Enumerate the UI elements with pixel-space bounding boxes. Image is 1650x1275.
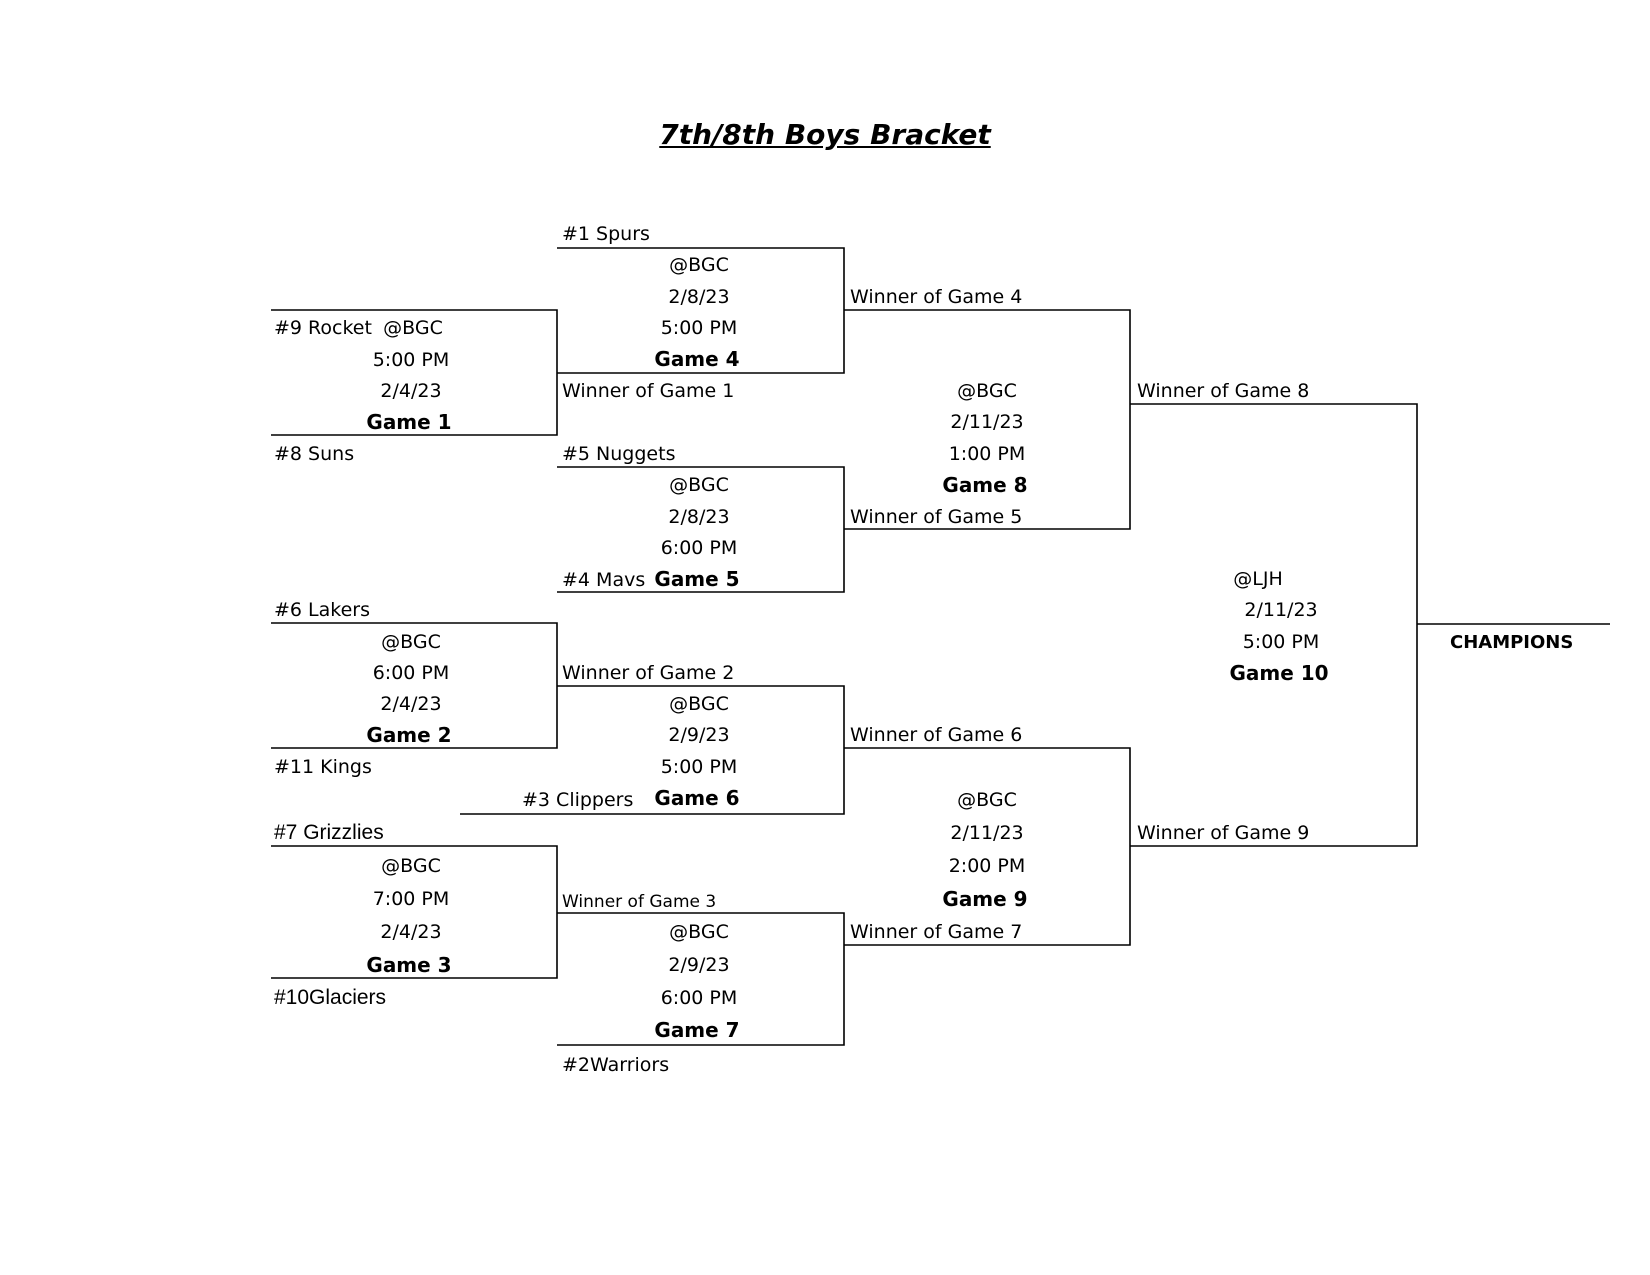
game7-venue: @BGC bbox=[669, 921, 729, 943]
game10-team-top: Winner of Game 8 bbox=[1137, 380, 1310, 402]
game8-team-bottom: Winner of Game 5 bbox=[850, 506, 1023, 528]
game6-label: Game 6 bbox=[654, 786, 740, 810]
game2-label: Game 2 bbox=[366, 723, 452, 747]
game6-bracket-line bbox=[460, 685, 845, 815]
game8-team-top: Winner of Game 4 bbox=[850, 286, 1023, 308]
game3-team-top: #7 Grizzlies bbox=[274, 821, 384, 844]
game3-time: 7:00 PM bbox=[372, 888, 450, 910]
game5-time: 6:00 PM bbox=[660, 537, 738, 559]
game10-date: 2/11/23 bbox=[1244, 599, 1318, 621]
game5-venue: @BGC bbox=[669, 474, 729, 496]
game8-time: 1:00 PM bbox=[948, 443, 1026, 465]
game3-label: Game 3 bbox=[366, 953, 452, 977]
game4-venue: @BGC bbox=[669, 254, 729, 276]
game9-bracket-line bbox=[844, 747, 1131, 946]
game7-team-top: Winner of Game 3 bbox=[562, 892, 717, 912]
game10-time: 5:00 PM bbox=[1242, 631, 1320, 653]
game6-team-bottom: #3 Clippers bbox=[522, 789, 634, 811]
game7-time: 6:00 PM bbox=[660, 987, 738, 1009]
game10-bracket-line bbox=[1130, 403, 1418, 847]
game9-time: 2:00 PM bbox=[948, 855, 1026, 877]
game10-venue: @LJH bbox=[1233, 568, 1283, 590]
game5-label: Game 5 bbox=[654, 567, 740, 591]
game2-team-bottom: #11 Kings bbox=[274, 756, 372, 778]
game6-venue: @BGC bbox=[669, 693, 729, 715]
game1-team-top: #9 Rocket bbox=[274, 317, 372, 339]
game10-team-bottom: Winner of Game 9 bbox=[1137, 822, 1310, 844]
game1-time: 5:00 PM bbox=[372, 349, 450, 371]
game3-team-bottom: #10Glaciers bbox=[274, 986, 387, 1009]
game3-venue: @BGC bbox=[381, 855, 441, 877]
game2-venue: @BGC bbox=[381, 631, 441, 653]
game8-date: 2/11/23 bbox=[950, 411, 1024, 433]
game6-team-top: Winner of Game 2 bbox=[562, 662, 735, 684]
game3-date: 2/4/23 bbox=[380, 921, 442, 943]
game6-time: 5:00 PM bbox=[660, 756, 738, 778]
game3-bracket-line bbox=[271, 845, 558, 979]
game6-date: 2/9/23 bbox=[668, 724, 730, 746]
page-title: 7th/8th Boys Bracket bbox=[659, 118, 991, 151]
game4-team-top: #1 Spurs bbox=[562, 223, 650, 245]
game2-date: 2/4/23 bbox=[380, 693, 442, 715]
game1-team-bottom: #8 Suns bbox=[274, 443, 355, 465]
game8-label: Game 8 bbox=[942, 473, 1028, 497]
game4-date: 2/8/23 bbox=[668, 286, 730, 308]
champions-label: CHAMPIONS bbox=[1450, 632, 1574, 653]
game1-venue: @BGC bbox=[383, 317, 443, 339]
game5-team-bottom: #4 Mavs bbox=[562, 569, 646, 591]
game7-bracket-line bbox=[557, 912, 845, 1046]
game5-team-top: #5 Nuggets bbox=[562, 443, 676, 465]
game4-team-bottom: Winner of Game 1 bbox=[562, 380, 735, 402]
game8-venue: @BGC bbox=[957, 380, 1017, 402]
game4-time: 5:00 PM bbox=[660, 317, 738, 339]
game9-date: 2/11/23 bbox=[950, 822, 1024, 844]
game1-label: Game 1 bbox=[366, 410, 452, 434]
game9-team-bottom: Winner of Game 7 bbox=[850, 921, 1023, 943]
game2-team-top: #6 Lakers bbox=[274, 599, 371, 621]
game1-date: 2/4/23 bbox=[380, 380, 442, 402]
game2-time: 6:00 PM bbox=[372, 662, 450, 684]
game7-team-bottom: #2Warriors bbox=[562, 1054, 670, 1076]
game8-bracket-line bbox=[844, 309, 1131, 530]
game5-date: 2/8/23 bbox=[668, 506, 730, 528]
game9-label: Game 9 bbox=[942, 887, 1028, 911]
game10-label: Game 10 bbox=[1229, 661, 1329, 685]
game7-label: Game 7 bbox=[654, 1018, 740, 1042]
game9-team-top: Winner of Game 6 bbox=[850, 724, 1023, 746]
game4-label: Game 4 bbox=[654, 347, 740, 371]
game7-date: 2/9/23 bbox=[668, 954, 730, 976]
game9-venue: @BGC bbox=[957, 789, 1017, 811]
